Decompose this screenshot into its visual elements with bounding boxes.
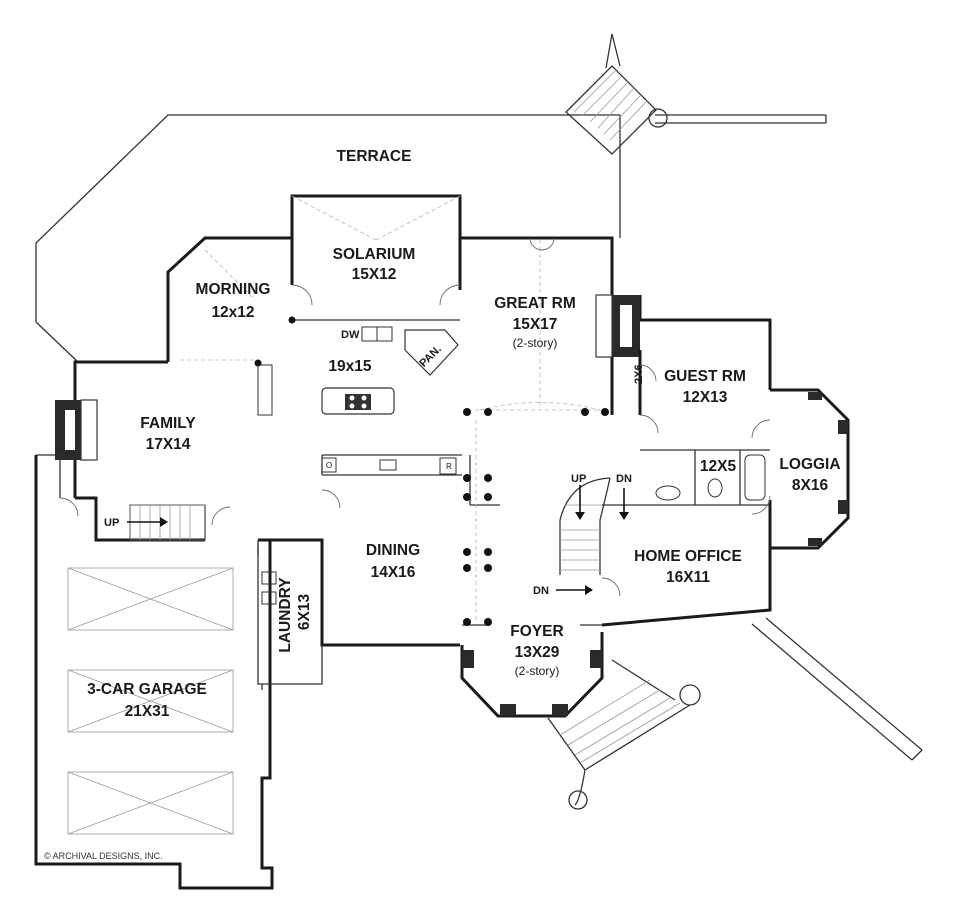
terrace-stair — [565, 33, 668, 155]
foyer-dn-label: DN — [533, 585, 549, 597]
morning-name: MORNING — [196, 281, 271, 298]
loggia-size: 8X16 — [792, 477, 829, 494]
family-size: 17X14 — [146, 436, 191, 453]
closet-label: 2X6 — [633, 364, 645, 384]
solarium-name: SOLARIUM — [333, 246, 416, 263]
guest-rm-size: 12X13 — [683, 389, 728, 406]
door-swings — [59, 237, 771, 597]
loggia-name: LOGGIA — [779, 456, 840, 473]
family-name: FAMILY — [140, 415, 196, 432]
stair-dn-label: DN — [616, 473, 632, 485]
exterior-walls — [34, 194, 850, 890]
oven-label: O — [326, 461, 332, 470]
garage-size: 21X31 — [125, 703, 170, 720]
dining-size: 14X16 — [371, 564, 416, 581]
home-office-size: 16X11 — [666, 569, 710, 586]
family-up-label: UP — [104, 517, 119, 529]
garage-name: 3-CAR GARAGE — [87, 681, 207, 698]
dishwasher-label: DW — [341, 329, 360, 341]
bath-fixtures — [261, 454, 766, 605]
foyer-note: (2-story) — [515, 664, 560, 678]
laundry-size: 6X13 — [296, 594, 313, 631]
ceiling-lines — [180, 195, 601, 620]
great-rm-note: (2-story) — [513, 336, 558, 350]
bath-size: 12X5 — [700, 458, 737, 475]
guest-rm-name: GUEST RM — [664, 368, 746, 385]
foyer-name: FOYER — [510, 623, 563, 640]
front-stair — [547, 659, 701, 810]
solarium-size: 15X12 — [352, 266, 397, 283]
dining-name: DINING — [366, 542, 420, 559]
morning-size: 12x12 — [211, 304, 254, 321]
home-office-name: HOME OFFICE — [634, 548, 742, 565]
kitchen-fixtures — [257, 326, 459, 475]
stair-arrows — [127, 485, 629, 595]
kitchen-size: 19x15 — [328, 358, 371, 375]
great-rm-name: GREAT RM — [494, 295, 576, 312]
copyright-text: © ARCHIVAL DESIGNS, INC. — [44, 851, 163, 861]
foyer-size: 13X29 — [515, 644, 560, 661]
terrace-label: TERRACE — [337, 148, 412, 165]
driveway — [751, 617, 923, 761]
garage-doors — [67, 567, 234, 835]
foyer-stairs — [559, 477, 611, 575]
columns — [254, 316, 609, 626]
stair-up-label: UP — [571, 473, 586, 485]
great-rm-size: 15X17 — [513, 316, 558, 333]
fridge-label: R — [446, 462, 452, 471]
terrace-outline — [35, 114, 827, 363]
pantry-label: PAN. — [417, 343, 443, 369]
laundry-name: LAUNDRY — [277, 577, 294, 653]
